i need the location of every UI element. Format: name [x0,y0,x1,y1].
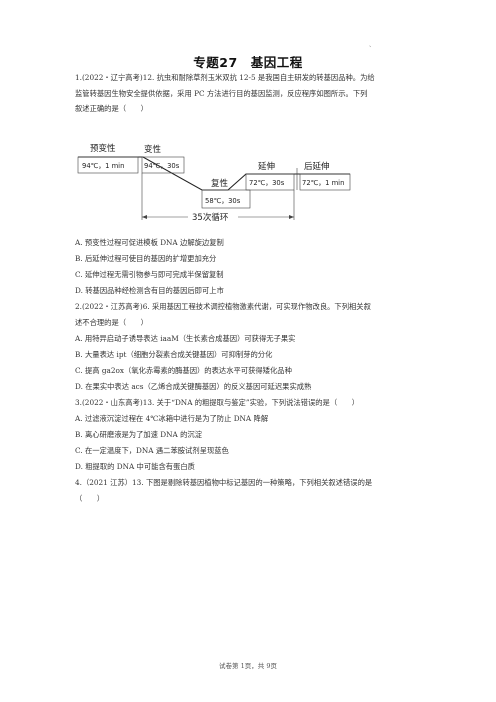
question-1-stem-line: 叙述正确的是（ ） [75,104,148,114]
question-2-option-c[interactable]: C. 提高 ga2ox（氧化赤霉素的酶基因）的表达水平可获得矮化品种 [75,366,292,375]
question-3-stem: 3.(2022・山东高考)13. 关于“DNA 的粗提取与鉴定”实验，下列说法错… [75,398,360,407]
question-1-stem-line: 1.(2022・辽宁高考)12. 抗虫和耐除草剂玉米双抗 12-5 是我国自主研… [75,73,375,82]
question-1-option-c[interactable]: C. 延伸过程无需引物参与即可完成半保留复制 [75,270,224,279]
extend-label: 延伸 [258,161,275,172]
anneal-condition: 58℃，30s [205,197,241,205]
anneal-box [201,189,251,209]
post-extend-condition: 72℃，1 min [302,179,344,187]
question-3-option-c[interactable]: C. 在一定温度下，DNA 遇二苯胺试剂呈现蓝色 [75,446,229,455]
question-3-option-b[interactable]: B. 离心研磨液是为了加速 DNA 的沉淀 [75,430,203,439]
cycle-count-label: 35次循环 [192,212,229,223]
question-4-stem: 4.（2021 江苏）13. 下图是剔除转基因植物中标记基因的一种策略，下列相关… [75,475,427,506]
pcr-program-svg: 预变性 94℃，1 min 变性 94℃，30s 复性 58℃，30s 延伸 7… [77,143,351,223]
question-2-option-d[interactable]: D. 在果实中表达 acs（乙烯合成关键酶基因）的反义基因可延迟果实成熟 [75,382,312,391]
question-1-stem-line: 监管转基因生物安全提供依据，采用 PC 方法进行目的基因监测，反应程序如图所示。… [75,88,368,98]
question-1-stem: 1.(2022・辽宁高考)12. 抗虫和耐除草剂玉米双抗 12-5 是我国自主研… [75,70,427,117]
post-extend-label: 后延伸 [304,161,330,172]
page-title: 专题27 基因工程 [193,55,303,70]
extend-condition: 72℃，30s [249,179,285,187]
question-3-option-d[interactable]: D. 粗提取的 DNA 中可能含有蛋白质 [75,462,195,471]
question-4-stem-line: （ ） [75,493,105,503]
denature-condition: 94℃，30s [144,162,180,170]
denature-label: 变性 [144,144,162,155]
extend-box [245,173,295,191]
question-3-option-a[interactable]: A. 过滤液沉淀过程在 4℃冰箱中进行是为了防止 DNA 降解 [75,414,269,423]
question-2-option-a[interactable]: A. 用特异启动子诱导表达 iaaM（生长素合成基因）可获得无子果实 [75,334,296,343]
question-1-option-b[interactable]: B. 后延伸过程可使目的基因的扩增更加充分 [75,254,217,263]
pre-denature-label: 预变性 [90,143,116,154]
anneal-label: 复性 [211,178,229,189]
question-1-option-d[interactable]: D. 转基因品种经检测含有目的基因后即可上市 [75,286,224,295]
denature-box [141,156,185,174]
question-2-stem-line: 述不合理的是（ ） [75,317,148,327]
post-extend-box [299,173,351,191]
question-2-option-b[interactable]: B. 大量表达 ipt（细胞分裂素合成关键基因）可抑制芽的分化 [75,350,273,359]
pre-denature-condition: 94℃，1 min [82,162,124,170]
cycle-arrowhead-right [289,215,294,219]
question-1-option-a[interactable]: A. 预变性过程可促进模板 DNA 边解旋边复制 [75,238,224,247]
cycle-arrowhead-left [142,215,147,219]
page-footer: 试卷第 1页，共 9页 [219,662,277,670]
question-4-stem-line: 4.（2021 江苏）13. 下图是剔除转基因植物中标记基因的一种策略，下列相关… [75,478,373,487]
pre-denature-box [77,156,139,174]
header-mark: 、 [369,42,376,49]
pcr-program-diagram: 预变性 94℃，1 min 变性 94℃，30s 复性 58℃，30s 延伸 7… [77,140,368,228]
question-2-stem-line: 2.(2022・江苏高考)6. 采用基因工程技术调控植物激素代谢，可实现作物改良… [75,302,371,311]
question-2-stem: 2.(2022・江苏高考)6. 采用基因工程技术调控植物激素代谢，可实现作物改良… [75,299,427,330]
